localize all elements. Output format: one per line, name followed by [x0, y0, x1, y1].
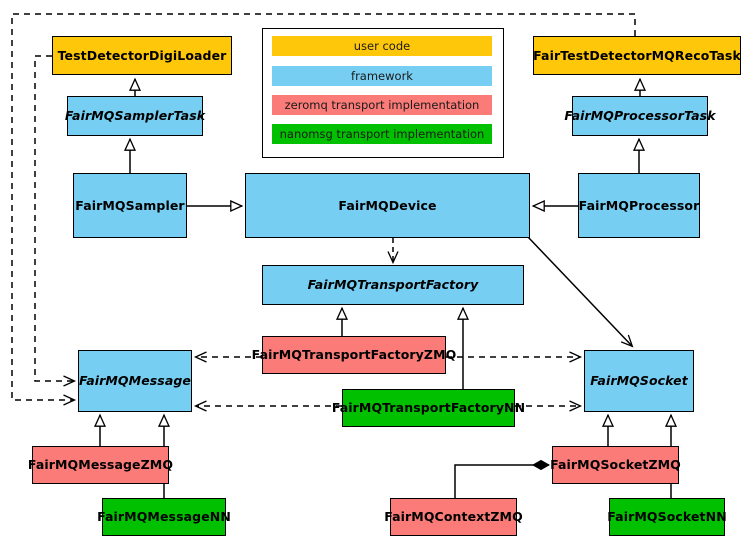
edge-recotask-to-message — [11, 13, 636, 406]
class-node-fairmqmessage[interactable]: FairMQMessage — [78, 350, 192, 412]
edge-digiloader-to-message — [34, 55, 77, 387]
class-node-fairmqsocketzmq[interactable]: FairMQSocketZMQ — [550, 446, 681, 484]
class-label: TestDetectorDigiLoader — [57, 47, 227, 63]
class-label: FairMQTransportFactory — [307, 277, 479, 293]
class-label: FairMQSocketNN — [607, 509, 727, 525]
class-label: FairMQProcessorTask — [564, 108, 716, 124]
class-node-fairmqprocessor[interactable]: FairMQProcessor — [578, 173, 700, 238]
class-label: FairMQProcessor — [578, 197, 700, 213]
legend-label-framework: framework — [351, 69, 413, 83]
class-node-fairmqcontextzmq[interactable]: FairMQContextZMQ — [384, 498, 523, 536]
class-label: FairMQSocket — [590, 373, 688, 389]
class-label: FairMQSamplerTask — [64, 108, 206, 124]
legend-item-zeromq: zeromq transport implementation — [272, 95, 492, 115]
class-node-fairmqtransportfactoryzmq[interactable]: FairMQTransportFactoryZMQ — [252, 336, 456, 374]
class-node-fairtestdetectormqrecotask[interactable]: FairTestDetectorMQRecoTask — [533, 36, 741, 75]
class-label: FairMQTransportFactoryZMQ — [251, 347, 457, 363]
class-label: FairMQMessageNN — [97, 509, 231, 525]
class-node-fairmqsampler[interactable]: FairMQSampler — [73, 173, 187, 238]
class-node-fairmqtransportfactory[interactable]: FairMQTransportFactory — [262, 265, 524, 305]
class-label: FairMQSampler — [75, 197, 185, 213]
legend-label-user-code: user code — [353, 39, 411, 53]
class-node-fairmqtransportfactorynn[interactable]: FairMQTransportFactoryNN — [332, 389, 525, 427]
class-node-testdetectordigiloader[interactable]: TestDetectorDigiLoader — [52, 36, 232, 75]
edge-device-to-socket — [527, 236, 634, 348]
class-node-fairmqsamplertask[interactable]: FairMQSamplerTask — [64, 96, 206, 136]
legend-label-zeromq: zeromq transport implementation — [284, 98, 480, 112]
legend-label-nanomsg: nanomsg transport implementation — [279, 127, 485, 141]
class-label: FairMQDevice — [338, 197, 437, 213]
class-node-fairmqsocketnn[interactable]: FairMQSocketNN — [607, 498, 727, 536]
class-node-fairmqmessagenn[interactable]: FairMQMessageNN — [97, 498, 231, 536]
class-label: FairMQSocketZMQ — [550, 457, 681, 473]
class-node-fairmqdevice[interactable]: FairMQDevice — [245, 173, 530, 238]
class-label: FairMQContextZMQ — [384, 509, 523, 525]
class-node-fairmqmessagezmq[interactable]: FairMQMessageZMQ — [28, 446, 173, 484]
legend-item-nanomsg: nanomsg transport implementation — [272, 124, 492, 144]
legend-item-framework: framework — [272, 66, 492, 86]
class-label: FairMQTransportFactoryNN — [331, 400, 526, 416]
class-node-fairmqprocessortask[interactable]: FairMQProcessorTask — [564, 96, 716, 136]
class-label: FairMQMessageZMQ — [27, 457, 174, 473]
edge-socketzmq-contextzmq-composition — [454, 465, 549, 498]
class-label: FairTestDetectorMQRecoTask — [533, 47, 741, 63]
class-node-fairmqsocket[interactable]: FairMQSocket — [584, 350, 694, 412]
class-label: FairMQMessage — [79, 373, 192, 389]
legend-item-user-code: user code — [272, 36, 492, 56]
